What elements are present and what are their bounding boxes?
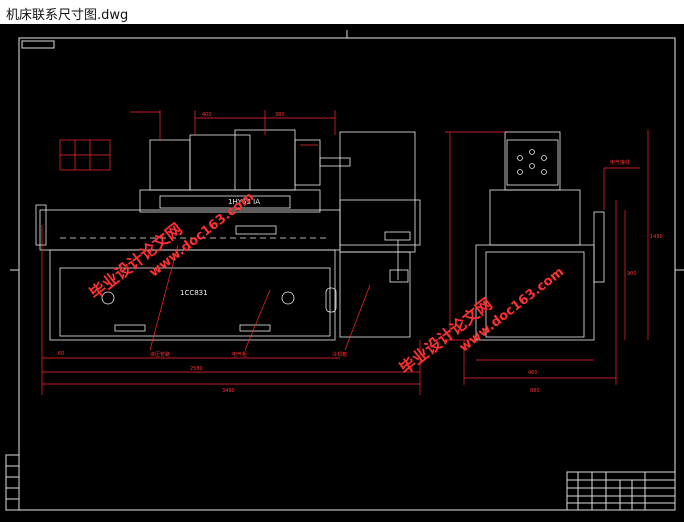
dim-side-height: 1450 — [650, 234, 663, 240]
title-bar: 机床联系尺寸图.dwg — [0, 0, 684, 24]
dim-top-a: 400 — [202, 112, 212, 118]
base-label: 1CC831 — [180, 289, 208, 297]
callout-left: 液压管路 — [150, 351, 170, 358]
dim-side-b: 880 — [530, 388, 540, 394]
machine-front-view — [35, 129, 421, 341]
dim-side-height-b: 900 — [627, 271, 637, 277]
watermark-right: 毕业设计论文网 www.doc163.com — [396, 265, 567, 379]
title-block — [566, 471, 676, 511]
side-callout: 电气接线 — [610, 159, 630, 166]
dim-side-a: 460 — [528, 370, 538, 376]
frame-corner-box — [21, 40, 55, 49]
callout-mid: 电气柜 — [232, 351, 247, 358]
margin-block — [5, 454, 20, 511]
dim-bottom-left: 60 — [58, 351, 64, 357]
dim-bottom-mid: 2580 — [190, 366, 203, 372]
dim-bottom-total: 3490 — [222, 388, 235, 394]
callout-right: 冷却箱 — [332, 351, 347, 358]
model-label: 1HY63 IA — [228, 198, 260, 206]
machine-side-view — [475, 131, 605, 341]
watermark-left: 毕业设计论文网 www.doc163.com — [86, 190, 257, 304]
window-title: 机床联系尺寸图.dwg — [6, 8, 129, 23]
dimension-lines — [41, 110, 649, 395]
cad-canvas[interactable]: 400 380 60 2580 3490 460 880 1450 900 液压… — [0, 24, 684, 522]
drawing-svg: 400 380 60 2580 3490 460 880 1450 900 液压… — [5, 30, 684, 511]
dim-top-b: 380 — [275, 112, 285, 118]
